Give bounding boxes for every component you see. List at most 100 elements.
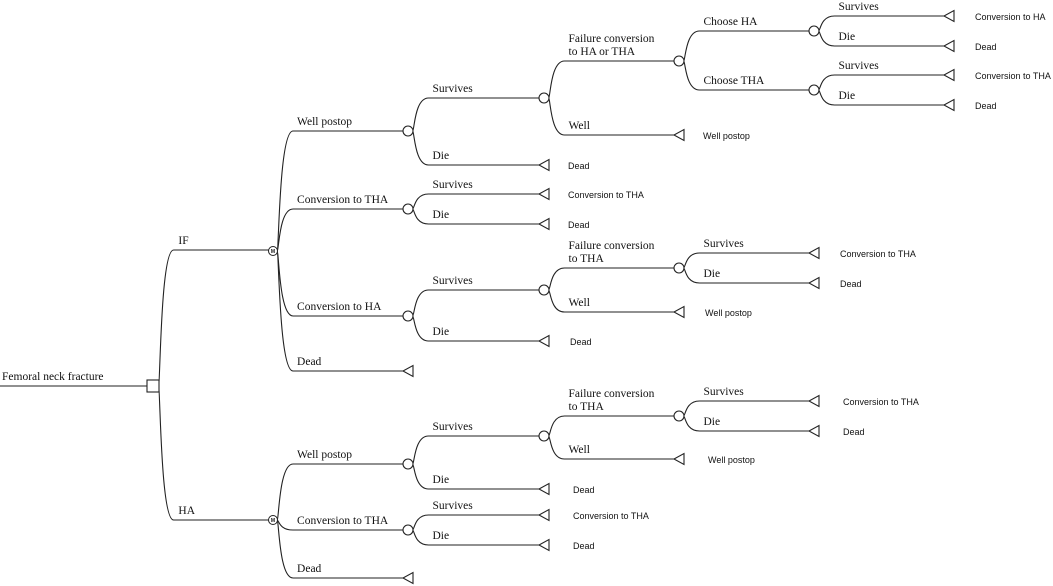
markov-symbol: M xyxy=(271,518,275,524)
chance-node xyxy=(402,524,414,536)
terminal-node xyxy=(537,508,550,522)
branch-label-survives: Survives xyxy=(704,386,745,398)
chance-node xyxy=(402,203,414,215)
branch-label-die: Die xyxy=(433,150,450,162)
branch-choose-ha-0 xyxy=(817,15,944,32)
branch-ha-0 xyxy=(276,463,403,521)
branch-label-choose-ha: Choose HA xyxy=(704,16,759,28)
terminal-label-dead: Dead xyxy=(570,337,592,347)
terminal-node xyxy=(537,538,550,552)
branch-root-1 xyxy=(157,385,269,521)
terminal-node xyxy=(537,158,550,172)
branch-label-die: Die xyxy=(704,416,721,428)
branch-label-dead: Dead xyxy=(297,563,322,575)
branch-label-well-postop: Well postop xyxy=(297,116,352,128)
terminal-label-conversion-to-tha: Conversion to THA xyxy=(975,71,1051,81)
branch-label-well: Well xyxy=(569,120,590,132)
branch-if-char-s-f-0 xyxy=(682,252,809,269)
branch-label-conversion-to-tha: Conversion to THA xyxy=(297,194,389,206)
chance-node xyxy=(538,284,550,296)
terminal-label-well-postop: Well postop xyxy=(703,131,750,141)
terminal-node xyxy=(672,128,685,142)
branch-label-conversion-to-ha: Conversion to HA xyxy=(297,301,382,313)
root-label: Femoral neck fracture xyxy=(2,371,104,383)
terminal-label-conversion-to-ha: Conversion to HA xyxy=(975,12,1046,22)
chance-node xyxy=(808,25,820,37)
terminal-node xyxy=(537,217,550,231)
branch-if-well-s-1 xyxy=(547,97,674,136)
branch-if-well-1 xyxy=(411,130,539,166)
terminal-node xyxy=(537,334,550,348)
branch-if-cthr-0 xyxy=(411,193,539,210)
branch-label-well: Well xyxy=(569,297,590,309)
terminal-label-conversion-to-tha: Conversion to THA xyxy=(840,249,916,259)
branch-if-well-s-f-0 xyxy=(682,30,809,62)
branch-label-well-postop: Well postop xyxy=(297,449,352,461)
branch-ha-2 xyxy=(276,519,403,579)
branch-if-1 xyxy=(276,208,403,252)
branch-label-die: Die xyxy=(433,474,450,486)
tree-nodes: MM xyxy=(146,9,955,585)
chance-node xyxy=(808,84,820,96)
branch-label-if: IF xyxy=(178,235,188,247)
branch-choose-tha-0 xyxy=(817,74,944,91)
markov-symbol: M xyxy=(271,249,275,255)
terminal-label-dead: Dead xyxy=(573,541,595,551)
terminal-node xyxy=(942,68,955,82)
terminal-label-dead: Dead xyxy=(573,485,595,495)
terminal-node xyxy=(807,424,820,438)
terminal-label-conversion-to-tha: Conversion to THA xyxy=(843,397,919,407)
branch-label-survives: Survives xyxy=(433,421,474,433)
chance-node xyxy=(538,430,550,442)
terminal-node xyxy=(672,452,685,466)
branch-label-die: Die xyxy=(433,326,450,338)
branch-label-die: Die xyxy=(839,31,856,43)
branch-choose-ha-1 xyxy=(817,30,944,47)
branch-label-die: Die xyxy=(433,530,450,542)
branch-if-char-s-1 xyxy=(547,289,674,313)
terminal-node xyxy=(807,276,820,290)
terminal-label-well-postop: Well postop xyxy=(708,455,755,465)
branch-label-well: Well xyxy=(569,444,590,456)
branch-label-die: Die xyxy=(839,90,856,102)
branch-if-cthr-1 xyxy=(411,208,539,225)
branch-label-survives: Survives xyxy=(433,83,474,95)
branch-root-0 xyxy=(157,249,269,387)
branch-label-die: Die xyxy=(433,209,450,221)
markov-node: M xyxy=(268,515,278,525)
branch-if-char-0 xyxy=(411,289,539,317)
branch-ha-cthr-0 xyxy=(411,514,539,531)
chance-node xyxy=(673,410,685,422)
branch-label-survives: Survives xyxy=(433,179,474,191)
branch-ha-well-1 xyxy=(411,463,539,490)
terminal-node xyxy=(537,482,550,496)
branch-ha-well-s-0 xyxy=(547,415,674,437)
chance-node xyxy=(538,92,550,104)
terminal-node xyxy=(401,571,414,585)
branch-label-ha: HA xyxy=(178,505,195,517)
terminal-node xyxy=(807,394,820,408)
terminal-node xyxy=(807,246,820,260)
terminal-node xyxy=(942,39,955,53)
terminal-label-well-postop: Well postop xyxy=(705,308,752,318)
branch-choose-tha-1 xyxy=(817,89,944,106)
branch-if-well-0 xyxy=(411,97,539,132)
branch-label-survives: Survives xyxy=(433,275,474,287)
branch-if-well-s-0 xyxy=(547,60,674,99)
terminal-node xyxy=(401,364,414,378)
branch-label-survives: Survives xyxy=(433,500,474,512)
terminal-label-dead: Dead xyxy=(568,161,590,171)
chance-node xyxy=(402,458,414,470)
branch-label-die: Die xyxy=(704,268,721,280)
branch-ha-cthr-1 xyxy=(411,529,539,546)
terminal-label-dead: Dead xyxy=(568,220,590,230)
terminal-node xyxy=(537,187,550,201)
terminal-label-conversion-to-tha: Conversion to THA xyxy=(573,511,649,521)
terminal-label-dead: Dead xyxy=(975,42,997,52)
branch-label-survives: Survives xyxy=(704,238,745,250)
